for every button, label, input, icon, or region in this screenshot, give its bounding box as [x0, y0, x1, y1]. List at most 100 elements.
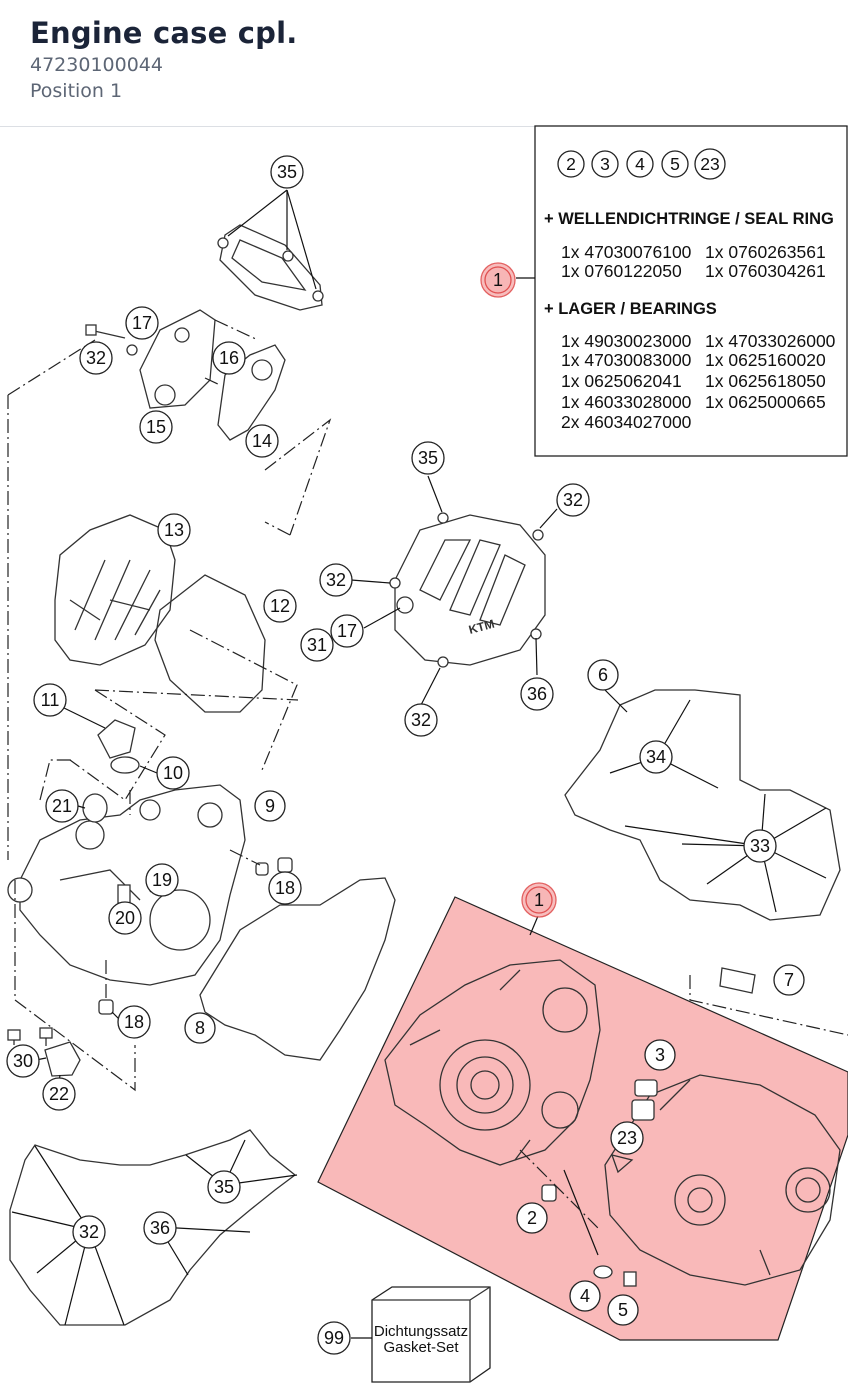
callout-31-label: 31 [307, 635, 327, 655]
callout-1-legend[interactable]: 1 [480, 262, 516, 298]
oring-gasket-12 [154, 574, 266, 713]
callout-35[interactable]: 35 [207, 1170, 241, 1204]
gasket-set-box[interactable]: Dichtungssatz Gasket-Set [371, 1286, 491, 1383]
legend-box [534, 125, 848, 457]
included-position-list: 2 3 4 5 23 [557, 148, 726, 180]
callout-11-label: 11 [41, 690, 60, 710]
bearing-item: 1x 0625062041 [561, 371, 682, 391]
callout-23[interactable]: 23 [610, 1121, 644, 1155]
callout-3-label: 3 [655, 1045, 665, 1065]
incl-pos-3: 3 [600, 154, 610, 174]
callout-7-label: 7 [784, 970, 794, 990]
oring-17-small [126, 344, 138, 356]
gasket-set-line2: Gasket-Set [383, 1339, 459, 1356]
callout-32[interactable]: 32 [404, 703, 438, 737]
callout-14[interactable]: 14 [245, 424, 279, 458]
callout-19[interactable]: 19 [145, 863, 179, 897]
gasket-8 [199, 877, 396, 1061]
callout-8[interactable]: 8 [184, 1012, 216, 1044]
callout-18[interactable]: 18 [268, 871, 302, 905]
callout-3[interactable]: 3 [644, 1039, 676, 1071]
oil-filler-plug [97, 719, 140, 774]
callout-19-label: 19 [152, 870, 172, 890]
callout-22-label: 22 [49, 1084, 69, 1104]
bearing-item: 1x 0625160020 [705, 350, 826, 370]
callout-35-label: 35 [214, 1177, 234, 1197]
callout-6-label: 6 [598, 665, 608, 685]
callout-21-label: 21 [52, 796, 72, 816]
callout-32-label: 32 [79, 1222, 99, 1242]
callout-32[interactable]: 32 [72, 1215, 106, 1249]
callout-4-label: 4 [580, 1286, 590, 1306]
callout-35-label: 35 [277, 162, 297, 182]
callout-4[interactable]: 4 [569, 1280, 601, 1312]
engine-case-highlight[interactable] [317, 896, 848, 1341]
ignition-cover: KTM [389, 512, 546, 668]
callout-99[interactable]: 99 [317, 1321, 351, 1355]
callout-17-label: 17 [132, 313, 152, 333]
callout-22[interactable]: 22 [42, 1077, 76, 1111]
seal-ring-heading: + WELLENDICHTRINGE / SEAL RING [544, 210, 834, 228]
callout-16[interactable]: 16 [212, 341, 246, 375]
engine-case-right-half [604, 1074, 841, 1286]
callout-16-label: 16 [219, 348, 239, 368]
bearing-part-3 [634, 1079, 658, 1097]
callout-30[interactable]: 30 [6, 1044, 40, 1078]
callout-36-label: 36 [150, 1218, 170, 1238]
callout-15[interactable]: 15 [139, 410, 173, 444]
impeller-housing [85, 309, 216, 409]
plug-18-bottom [98, 999, 114, 1015]
callout-32-label: 32 [86, 348, 106, 368]
callout-32[interactable]: 32 [79, 341, 113, 375]
sensor-22 [44, 1041, 81, 1077]
callout-32-label: 32 [411, 710, 431, 730]
washer-part-4 [593, 1265, 613, 1279]
plug-18-top [277, 857, 293, 873]
header-divider [0, 126, 848, 127]
callout-17[interactable]: 17 [125, 306, 159, 340]
seal-ring-item: 1x 0760304261 [705, 261, 826, 281]
part-number: 47230100044 [30, 54, 163, 76]
callout-6[interactable]: 6 [587, 659, 619, 691]
callout-10[interactable]: 10 [156, 756, 190, 790]
callout-31[interactable]: 31 [300, 628, 334, 662]
callout-32[interactable]: 32 [556, 483, 590, 517]
callout-36[interactable]: 36 [143, 1211, 177, 1245]
callout-32[interactable]: 32 [319, 563, 353, 597]
callout-36[interactable]: 36 [520, 677, 554, 711]
callout-12-label: 12 [270, 596, 290, 616]
callout-35[interactable]: 35 [411, 441, 445, 475]
bolt-30b [39, 1027, 53, 1039]
callout-20[interactable]: 20 [108, 901, 142, 935]
callout-1-case[interactable]: 1 [521, 882, 557, 918]
callout-1-case-label: 1 [534, 890, 544, 910]
callout-15-label: 15 [146, 417, 166, 437]
dowel-pin-7 [719, 967, 756, 994]
callout-33[interactable]: 33 [743, 829, 777, 863]
callout-13[interactable]: 13 [157, 513, 191, 547]
callout-8-label: 8 [195, 1018, 205, 1038]
incl-pos-2: 2 [566, 154, 576, 174]
callout-35[interactable]: 35 [270, 155, 304, 189]
callout-7[interactable]: 7 [773, 964, 805, 996]
callout-20-label: 20 [115, 908, 135, 928]
position-label: Position 1 [30, 80, 123, 102]
plug-18-b [255, 862, 269, 876]
callout-17[interactable]: 17 [330, 614, 364, 648]
callout-9[interactable]: 9 [254, 790, 286, 822]
callout-18[interactable]: 18 [117, 1005, 151, 1039]
callout-2[interactable]: 2 [516, 1202, 548, 1234]
callout-21[interactable]: 21 [45, 789, 79, 823]
callout-12[interactable]: 12 [263, 589, 297, 623]
bearing-item: 1x 49030023000 [561, 331, 692, 351]
seal-ring-item: 1x 0760122050 [561, 261, 682, 281]
callout-34[interactable]: 34 [639, 740, 673, 774]
seal-ring-item: 1x 0760263561 [705, 242, 826, 262]
callout-11[interactable]: 11 [33, 683, 67, 717]
callout-5[interactable]: 5 [607, 1294, 639, 1326]
bearings-heading: + LAGER / BEARINGS [544, 300, 717, 318]
page-header: Engine case cpl. 47230100044 Position 1 [30, 14, 297, 104]
callout-10-label: 10 [163, 763, 183, 783]
